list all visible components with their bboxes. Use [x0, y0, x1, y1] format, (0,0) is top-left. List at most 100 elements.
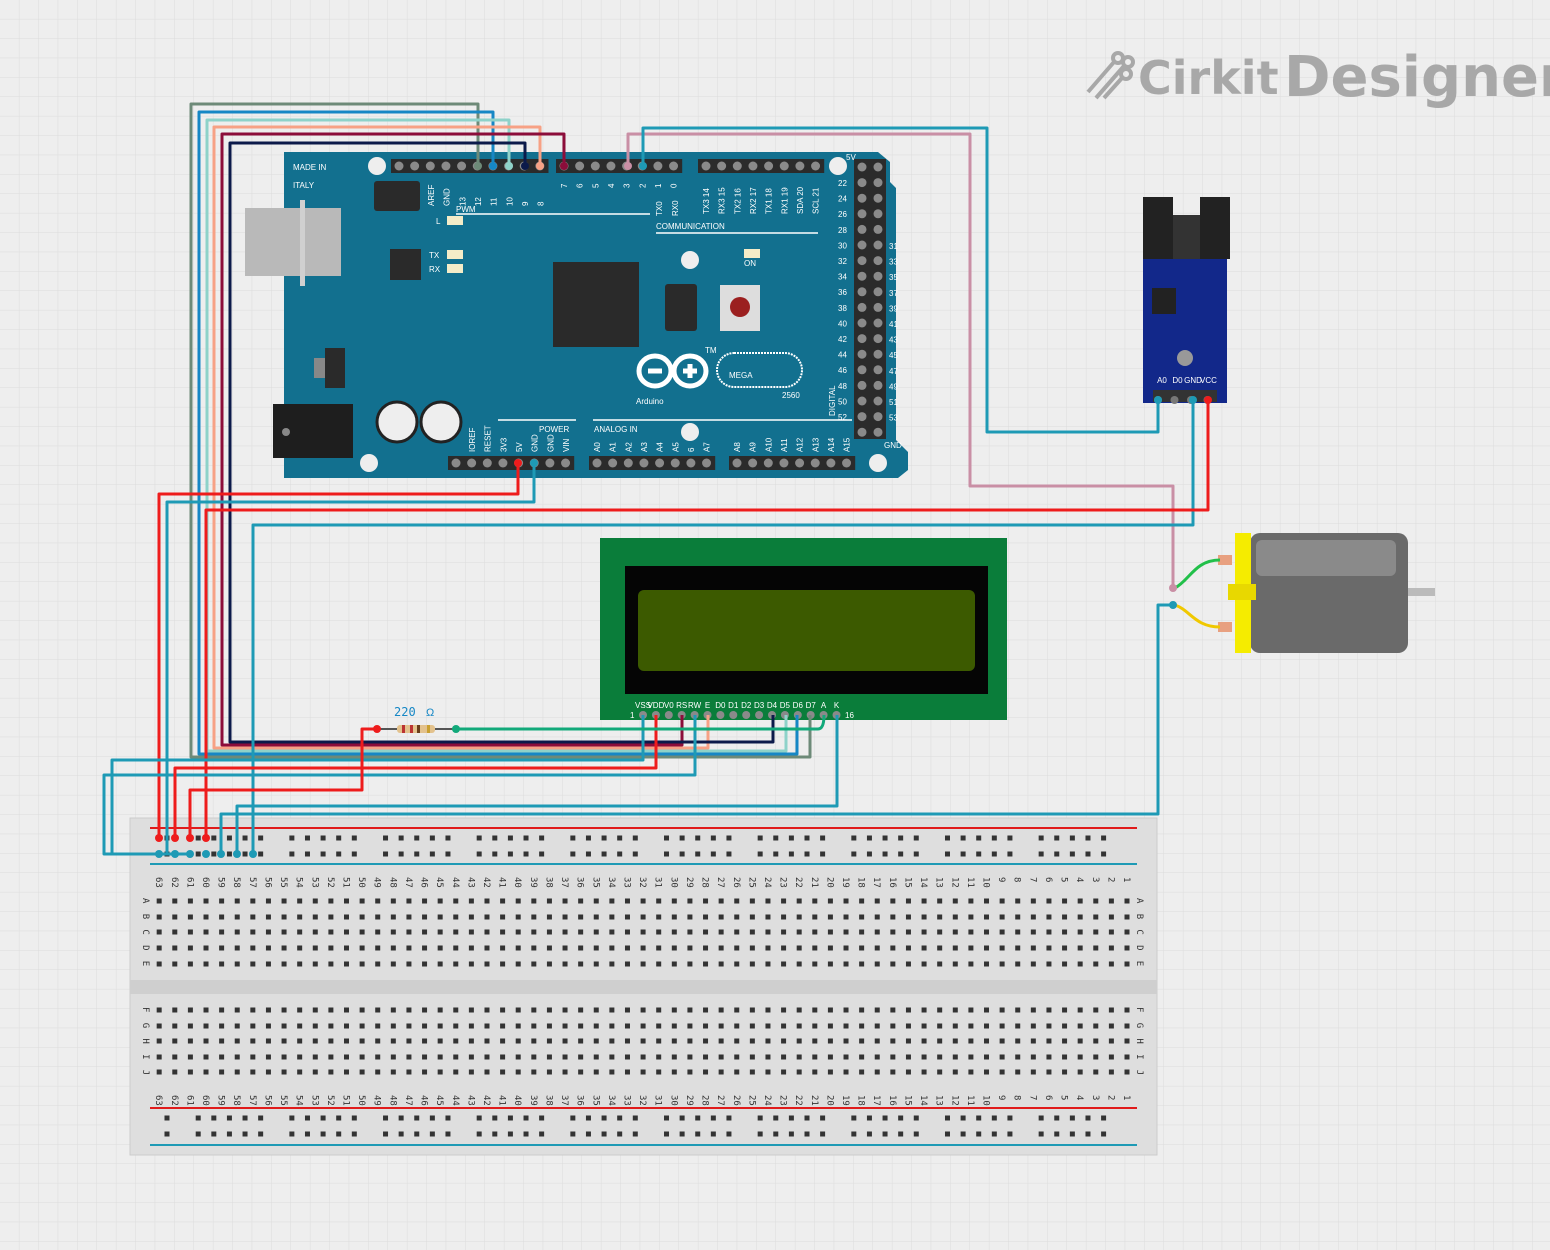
breadboard-hole[interactable] [656, 961, 662, 967]
header-pin[interactable] [857, 162, 867, 172]
breadboard-hole[interactable] [718, 898, 724, 904]
rail-hole[interactable] [304, 851, 310, 857]
breadboard-hole[interactable] [156, 945, 162, 951]
breadboard-hole[interactable] [593, 1054, 599, 1060]
breadboard-hole[interactable] [703, 1038, 709, 1044]
rail-hole[interactable] [1101, 835, 1107, 841]
breadboard-hole[interactable] [546, 929, 552, 935]
breadboard-hole[interactable] [968, 1054, 974, 1060]
breadboard-hole[interactable] [1077, 1069, 1083, 1075]
breadboard-hole[interactable] [999, 1054, 1005, 1060]
breadboard-hole[interactable] [593, 961, 599, 967]
breadboard-hole[interactable] [640, 1038, 646, 1044]
header-pin[interactable] [575, 161, 585, 171]
rail-hole[interactable] [585, 1131, 591, 1137]
rail-hole[interactable] [820, 835, 826, 841]
rail-hole[interactable] [195, 851, 201, 857]
rail-hole[interactable] [788, 851, 794, 857]
breadboard-hole[interactable] [437, 1054, 443, 1060]
breadboard-hole[interactable] [812, 961, 818, 967]
rail-hole[interactable] [773, 1115, 779, 1121]
breadboard-hole[interactable] [671, 914, 677, 920]
breadboard-hole[interactable] [937, 945, 943, 951]
rail-hole[interactable] [960, 835, 966, 841]
breadboard-hole[interactable] [703, 1023, 709, 1029]
breadboard-hole[interactable] [546, 1038, 552, 1044]
breadboard-hole[interactable] [1108, 1054, 1114, 1060]
breadboard-hole[interactable] [859, 1038, 865, 1044]
breadboard-hole[interactable] [1015, 1069, 1021, 1075]
breadboard-hole[interactable] [1062, 929, 1068, 935]
rail-hole[interactable] [913, 851, 919, 857]
breadboard-hole[interactable] [671, 1007, 677, 1013]
breadboard-hole[interactable] [874, 961, 880, 967]
breadboard-hole[interactable] [203, 929, 209, 935]
wire-endpoint[interactable] [639, 162, 647, 170]
breadboard-hole[interactable] [437, 1007, 443, 1013]
breadboard-hole[interactable] [734, 1038, 740, 1044]
rail-hole[interactable] [492, 851, 498, 857]
breadboard-hole[interactable] [1077, 961, 1083, 967]
header-pin[interactable] [873, 209, 883, 219]
breadboard-hole[interactable] [1030, 929, 1036, 935]
rail-hole[interactable] [788, 1131, 794, 1137]
breadboard-hole[interactable] [937, 1023, 943, 1029]
rail-hole[interactable] [866, 835, 872, 841]
breadboard-hole[interactable] [562, 961, 568, 967]
breadboard-hole[interactable] [999, 929, 1005, 935]
breadboard-hole[interactable] [656, 1038, 662, 1044]
wire-endpoint[interactable] [474, 162, 482, 170]
breadboard-hole[interactable] [937, 1069, 943, 1075]
rail-hole[interactable] [226, 1131, 232, 1137]
breadboard-hole[interactable] [1124, 961, 1130, 967]
breadboard-hole[interactable] [265, 914, 271, 920]
breadboard-hole[interactable] [250, 945, 256, 951]
breadboard-hole[interactable] [1062, 1023, 1068, 1029]
rail-hole[interactable] [445, 1131, 451, 1137]
breadboard-hole[interactable] [500, 1069, 506, 1075]
breadboard-hole[interactable] [812, 929, 818, 935]
breadboard-hole[interactable] [921, 1007, 927, 1013]
breadboard-hole[interactable] [703, 1054, 709, 1060]
header-pin[interactable] [873, 302, 883, 312]
header-pin[interactable] [873, 412, 883, 422]
breadboard-hole[interactable] [921, 1069, 927, 1075]
breadboard-hole[interactable] [843, 929, 849, 935]
breadboard-hole[interactable] [1124, 1007, 1130, 1013]
breadboard-hole[interactable] [718, 945, 724, 951]
header-pin[interactable] [482, 458, 492, 468]
breadboard-hole[interactable] [1108, 929, 1114, 935]
sensor-pin[interactable] [1170, 396, 1179, 404]
breadboard-hole[interactable] [905, 1069, 911, 1075]
breadboard-hole[interactable] [812, 945, 818, 951]
breadboard-hole[interactable] [515, 1069, 521, 1075]
header-pin[interactable] [655, 458, 665, 468]
wire-pin3-motor[interactable] [626, 132, 1175, 588]
wire-endpoint[interactable] [489, 162, 497, 170]
breadboard-hole[interactable] [952, 1023, 958, 1029]
header-pin[interactable] [857, 271, 867, 281]
breadboard-hole[interactable] [406, 1038, 412, 1044]
breadboard-hole[interactable] [703, 929, 709, 935]
breadboard-hole[interactable] [1015, 1038, 1021, 1044]
breadboard-hole[interactable] [656, 1069, 662, 1075]
breadboard-hole[interactable] [515, 961, 521, 967]
wire-endpoint[interactable] [560, 162, 568, 170]
breadboard-hole[interactable] [765, 898, 771, 904]
rail-hole[interactable] [726, 851, 732, 857]
breadboard-hole[interactable] [250, 1038, 256, 1044]
breadboard-hole[interactable] [1124, 914, 1130, 920]
breadboard-hole[interactable] [265, 945, 271, 951]
rail-hole[interactable] [539, 1115, 545, 1121]
breadboard-hole[interactable] [234, 1007, 240, 1013]
breadboard-hole[interactable] [515, 1023, 521, 1029]
breadboard-hole[interactable] [984, 945, 990, 951]
breadboard-hole[interactable] [1093, 1023, 1099, 1029]
breadboard-hole[interactable] [281, 1023, 287, 1029]
breadboard-hole[interactable] [531, 914, 537, 920]
breadboard-hole[interactable] [765, 914, 771, 920]
breadboard-hole[interactable] [796, 1023, 802, 1029]
rail-hole[interactable] [882, 1131, 888, 1137]
header-pin[interactable] [441, 161, 451, 171]
breadboard-hole[interactable] [219, 1007, 225, 1013]
